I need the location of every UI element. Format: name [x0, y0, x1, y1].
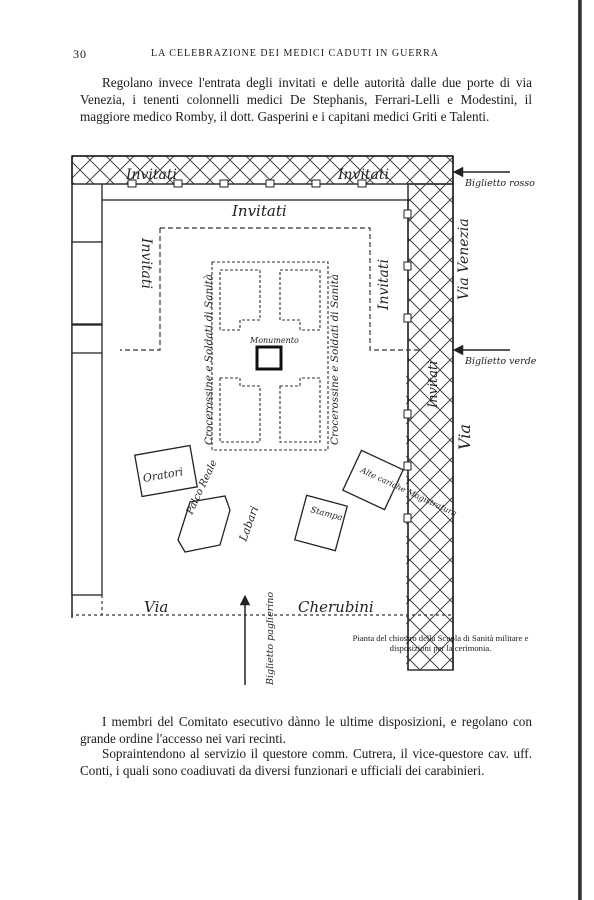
cloister-portico-lattice — [72, 156, 453, 670]
label-invitati-left: Invitati — [138, 237, 154, 289]
label-invitati-top-right: Invitati — [337, 167, 389, 183]
courtyard-wall — [101, 184, 409, 670]
page-spine-edge — [578, 0, 582, 900]
label-invitati-right: Invitati — [376, 259, 392, 311]
label-via-venezia: Via Venezia — [456, 218, 472, 300]
running-title: La celebrazione dei medici caduti in gue… — [151, 48, 439, 59]
label-biglietto-paglierino: Biglietto paglierino — [265, 592, 276, 686]
paragraph-police-service: Sopraintendono al servizio il questore c… — [80, 746, 532, 778]
oratori-stand — [134, 444, 198, 498]
cloister-plan-drawing: Invitati Invitati Invitati Invitati Invi… — [71, 155, 537, 686]
monument-marker — [255, 345, 283, 371]
label-invitati-mid: Invitati — [231, 202, 287, 220]
label-via: Via — [455, 424, 474, 450]
courtyard-dotted-perimeter — [71, 595, 453, 616]
label-invitati-bottom-right: Invitati — [426, 361, 441, 409]
left-room-lower — [71, 324, 103, 596]
palco-reale-stand — [177, 495, 231, 553]
paragraph-committee: I membri del Comitato esecutivo dànno le… — [80, 714, 532, 746]
label-labari: Labari — [236, 505, 261, 544]
invitati-dashed-enclosure — [120, 227, 420, 351]
label-invitati-top: Invitati — [125, 167, 177, 183]
portico-right-band — [407, 183, 454, 671]
label-crocerossine-right: Crocerossine e Soldati di Sanità — [329, 274, 341, 445]
label-crocerossine-left: Crocerossine e Soldati di Sanità — [203, 274, 215, 445]
page-header: 30 La celebrazione dei medici caduti in … — [73, 47, 533, 61]
paragraph-entrance-officials: Regolano invece l'entrata degli invitati… — [80, 75, 532, 124]
figure-caption: Pianta del chiostro della Scuola di Sani… — [352, 633, 529, 653]
central-parterres — [211, 261, 329, 451]
label-biglietto-rosso: Biglietto rosso — [464, 178, 535, 189]
stampa-stand — [293, 494, 349, 552]
left-room-upper — [71, 241, 103, 325]
label-biglietto-verde: Biglietto verde — [464, 356, 537, 367]
portico-columns — [127, 179, 412, 523]
label-monumento: Monumento — [249, 336, 299, 345]
label-via-bottom: Via — [144, 598, 168, 616]
outer-boundary-wall — [71, 156, 454, 670]
page-number: 30 — [73, 47, 87, 61]
label-cherubini: Cherubini — [298, 598, 374, 616]
cloister-plan-figure: Invitati Invitati Invitati Invitati Invi… — [60, 150, 560, 695]
autorita-stand — [341, 449, 405, 511]
